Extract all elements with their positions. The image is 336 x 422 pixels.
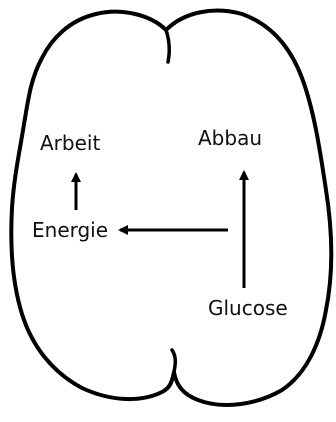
label-abbau: Abbau <box>198 126 262 150</box>
label-arbeit: Arbeit <box>40 131 100 155</box>
label-energie: Energie <box>32 218 108 242</box>
top-fissure <box>166 30 169 62</box>
label-glucose: Glucose <box>208 296 288 320</box>
bottom-fissure <box>172 350 175 372</box>
brain-outline <box>11 11 331 405</box>
